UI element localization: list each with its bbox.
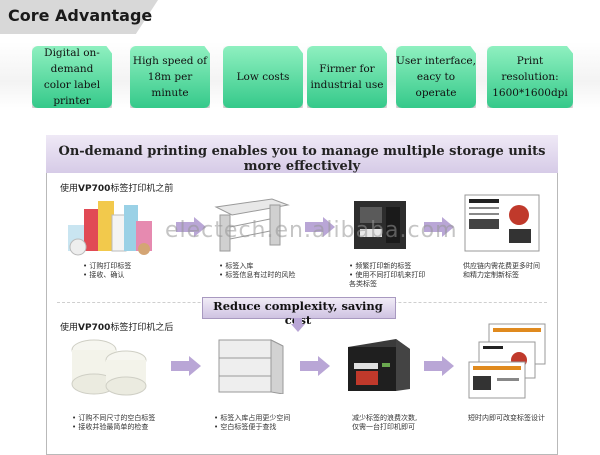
feature-card-interface: User interface, eacy to operate [396,46,476,108]
comparison-panel [46,135,558,455]
arrow-icon [424,217,454,237]
feature-line: industrial use [310,79,384,91]
feature-line: Low costs [236,71,290,83]
after-caption-3: 减少标签的浪费次数,仅需一台打印机即可 [352,414,417,432]
model-name: VP700 [78,323,111,333]
shelves-illustration [214,198,290,252]
feature-line: High speed of [132,55,208,67]
caption-line: 短时内即可改变标签设计 [468,414,545,422]
caption-line: 仅需一台打印机即可 [352,423,415,431]
panel-banner [46,135,558,173]
feature-line: User interface, [396,55,476,67]
after-caption-2: • 标签入库占用更少空间• 空白标签便于查找 [214,414,290,432]
arrow-icon [305,217,335,237]
feature-card-cost: Low costs [223,46,303,108]
caption-line: • 接收、确认 [83,271,125,279]
section-title-ribbon [0,0,158,34]
caption-line: • 订购不同尺寸的空白标签 [72,414,156,422]
label-prefix: 使用 [60,323,79,333]
storage-shelf-illustration [218,339,284,394]
after-caption-4: 短时内即可改变标签设计 [468,414,545,423]
feature-card-speed: High speed of 18m per minute [130,46,210,108]
after-label: 使用VP700标签打印机之后 [60,320,173,333]
caption-line: • 标签入库占用更少空间 [214,414,291,422]
watermark: electech.en.alibaba.com [165,218,458,243]
before-caption-3: • 频繁打印新的标签• 使用不同打印机来打印 各类标签 [349,262,425,289]
before-caption-4: 供应链内需花费更多时间和精力定制新标签 [463,262,540,280]
feature-line: Digital on-demand [44,47,100,75]
arrow-icon [171,356,201,376]
caption-line: 减少标签的浪费次数, [352,414,418,422]
arrow-icon [424,356,454,376]
caption-line: 和精力定制新标签 [463,271,519,279]
feature-line: eacy to operate [415,71,457,99]
before-caption-1: • 订购打印标签• 接收、确认 [83,262,131,280]
panel-banner-title: On-demand printing enables you to manage… [58,144,546,174]
caption-line: • 频繁打印新的标签 [349,262,412,270]
before-label: 使用VP700标签打印机之前 [60,181,173,194]
label-suffix: 标签打印机之前 [110,184,174,194]
feature-card-resolution: Print resolution: 1600*1600dpi [487,46,573,108]
feature-card-industrial: Firmer for industrial use [307,46,387,108]
feature-card-digital: Digital on-demand color label printer [32,46,112,108]
after-caption-1: • 订购不同尺寸的空白标签• 接收并验最简单的检查 [72,414,155,432]
section-title: Core Advantage [8,6,153,25]
industrial-printer-illustration [354,201,406,249]
feature-line: 18m per minute [147,71,193,99]
sample-labels-illustration [464,194,540,252]
color-labels-illustration [468,323,546,399]
caption-line: • 接收并验最简单的检查 [72,423,149,431]
feature-line: color label printer [43,79,101,107]
color-label-printer-illustration [348,339,410,391]
before-caption-2: • 标签入库• 标签信息有过时的风险 [219,262,295,280]
down-arrow-icon [291,318,305,332]
feature-line: 1600*1600dpi [492,87,568,99]
caption-line: • 订购打印标签 [83,262,132,270]
label-prefix: 使用 [60,184,79,194]
caption-line: • 标签入库 [219,262,254,270]
caption-line: 各类标签 [349,280,377,288]
label-rolls-illustration [68,201,152,256]
caption-line: • 使用不同打印机来打印 [349,271,426,279]
model-name: VP700 [78,184,111,194]
caption-line: • 标签信息有过时的风险 [219,271,296,279]
arrow-icon [176,217,206,237]
feature-line: Firmer for [319,63,375,75]
arrow-icon [300,356,330,376]
caption-line: • 空白标签便于查找 [214,423,277,431]
label-suffix: 标签打印机之后 [110,323,174,333]
caption-line: 供应链内需花费更多时间 [463,262,540,270]
blank-rolls-illustration [71,339,147,396]
feature-line: Print resolution: [501,55,559,83]
